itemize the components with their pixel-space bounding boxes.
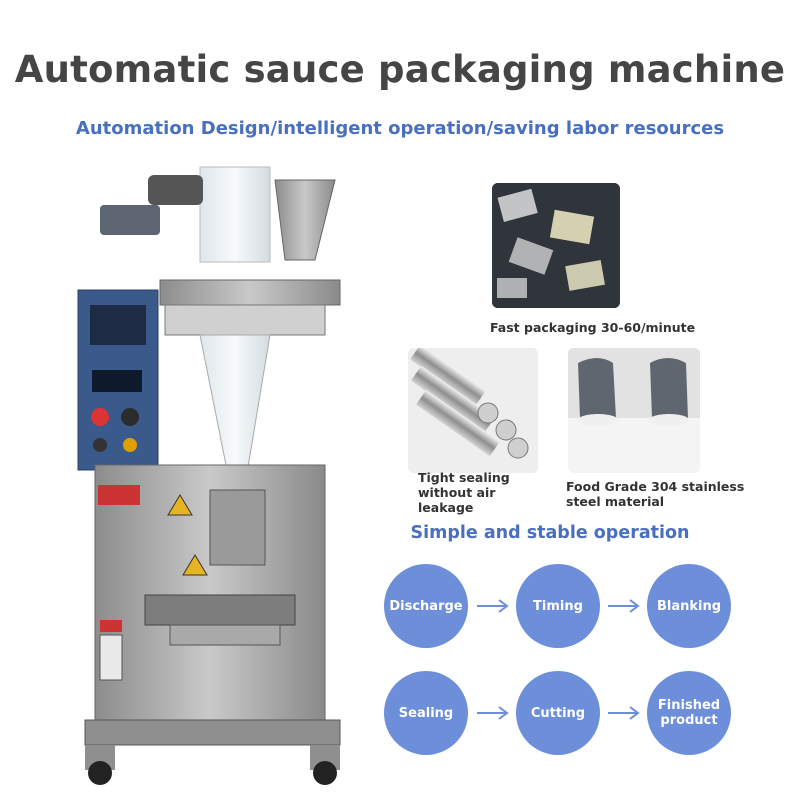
- arrow-right-icon: [608, 706, 640, 720]
- step-discharge: Discharge: [384, 564, 468, 648]
- arrow-right-icon: [477, 706, 509, 720]
- step-timing: Timing: [516, 564, 600, 648]
- caption-food-grade: Food Grade 304 stainless steel material: [566, 479, 745, 509]
- arrow-right-icon: [477, 599, 509, 613]
- step-blanking: Blanking: [647, 564, 731, 648]
- packaging-machine-image: [77, 166, 341, 785]
- caption-fast-packaging: Fast packaging 30-60/minute: [490, 320, 696, 335]
- arrow-right-icon: [608, 599, 640, 613]
- step-finished-product: Finished product: [647, 671, 731, 755]
- step-sealing: Sealing: [384, 671, 468, 755]
- page-title: Automatic sauce packaging machine: [14, 48, 786, 91]
- step-cutting: Cutting: [516, 671, 600, 755]
- page-subtitle: Automation Design/intelligent operation/…: [75, 118, 725, 139]
- process-title: Simple and stable operation: [410, 523, 690, 543]
- sauce-packets-photo: [492, 183, 620, 308]
- steel-rods-photo: [408, 348, 538, 473]
- shoes-on-steel-photo: [568, 348, 700, 473]
- caption-tight-sealing: Tight sealing without air leakage: [418, 470, 510, 515]
